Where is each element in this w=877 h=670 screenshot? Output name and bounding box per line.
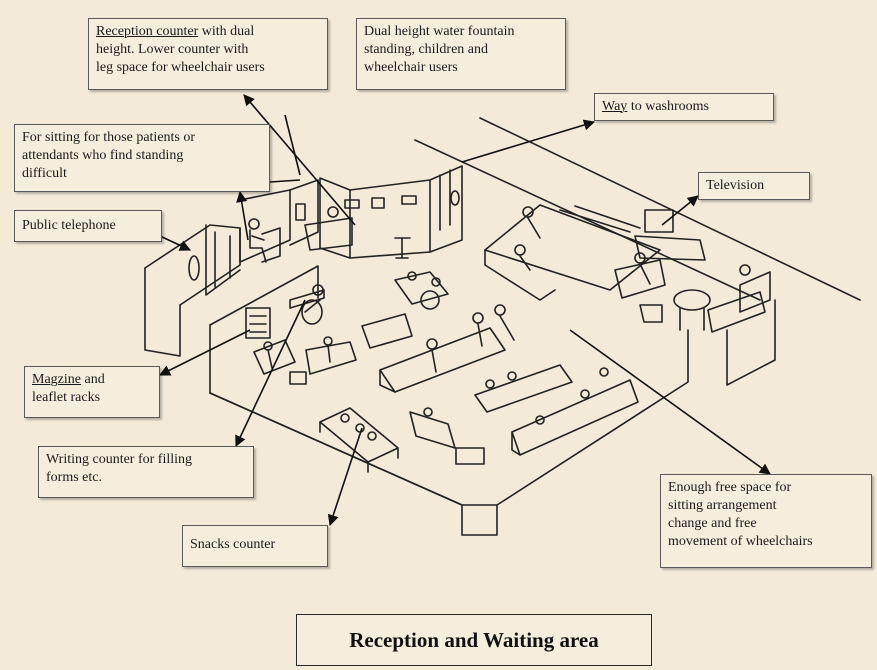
callout-water-fountain: Dual height water fountain standing, chi… (356, 18, 566, 90)
sitting-leader (236, 190, 249, 241)
callout-free-space: Enough free space for sitting arrangemen… (660, 474, 872, 568)
television-shape (644, 209, 674, 233)
reception-leader (243, 94, 356, 226)
reception-rest: with dual height. Lower counter with leg… (96, 24, 265, 75)
television-text: Television (706, 178, 765, 193)
water-fountain-text: Dual height water fountain standing, chi… (364, 24, 515, 75)
writing-leader (235, 299, 306, 448)
telephone-leader (159, 235, 192, 251)
sitting-text: For sitting for those patients or attend… (22, 130, 196, 181)
reception-counter (319, 165, 463, 259)
diagram-title: Reception and Waiting area (296, 614, 652, 666)
telephone-booth-wall (144, 267, 181, 357)
callout-public-telephone: Public telephone (14, 210, 162, 242)
telephone-text: Public telephone (22, 218, 116, 233)
reception-lead: Reception counter (96, 24, 199, 39)
washrooms-leader (461, 119, 596, 163)
reception-leader-2 (284, 114, 301, 176)
snacks-text: Snacks counter (190, 537, 276, 552)
callout-writing-counter: Writing counter for filling forms etc. (38, 446, 254, 498)
callout-magazine-racks: Magzine and leaflet racks (24, 366, 160, 418)
magazine-lead: Magzine (32, 372, 81, 387)
back-wall-line (479, 117, 861, 301)
sitting-leader-2 (269, 179, 301, 183)
free-space-text: Enough free space for sitting arrangemen… (668, 480, 813, 549)
back-wall-line (414, 139, 761, 301)
callout-sitting: For sitting for those patients or attend… (14, 124, 270, 192)
left-partition-top (144, 224, 241, 269)
washrooms-rest: to washrooms (627, 99, 709, 114)
diagram-title-text: Reception and Waiting area (349, 627, 599, 652)
magazine-rest: and leaflet racks (32, 372, 105, 405)
free-space-leader (569, 329, 771, 475)
magazine-leader (158, 329, 251, 376)
callout-snacks-counter: Snacks counter (182, 525, 328, 567)
writing-text: Writing counter for filling forms etc. (46, 452, 193, 485)
callout-reception-counter: Reception counter with dual height. Lowe… (88, 18, 328, 90)
callout-washrooms: Way to washrooms (594, 93, 774, 121)
callout-television: Television (698, 172, 810, 200)
washrooms-lead: Way (602, 99, 628, 114)
television-leader (661, 195, 699, 226)
snacks-leader (327, 427, 363, 527)
